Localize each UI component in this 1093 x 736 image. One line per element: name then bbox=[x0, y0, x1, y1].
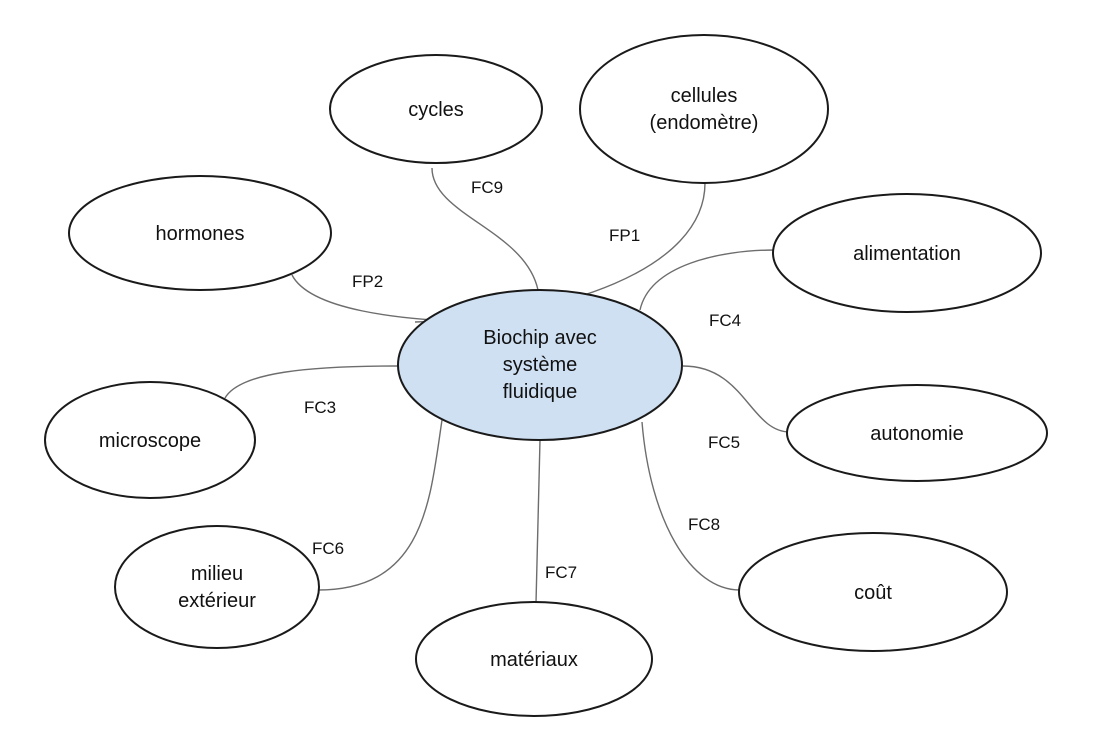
node-alimentation: alimentation bbox=[772, 193, 1042, 313]
node-cycles: cycles bbox=[329, 54, 543, 164]
edge-label-fp2: FP2 bbox=[352, 272, 383, 291]
node-materiaux-label: matériaux bbox=[490, 649, 578, 671]
edge-fc6 bbox=[317, 419, 443, 591]
node-cycles-label: cycles bbox=[408, 99, 464, 121]
connectors bbox=[224, 167, 791, 604]
node-cout-line-1: coût bbox=[854, 582, 892, 604]
node-alimentation-line-1: alimentation bbox=[853, 243, 961, 265]
center-line-1: Biochip avec bbox=[483, 327, 596, 349]
center-ellipse bbox=[397, 289, 683, 441]
node-materiaux: matériaux bbox=[415, 601, 653, 717]
node-milieu-label: milieu extérieur bbox=[178, 563, 256, 612]
node-cycles-line-1: cycles bbox=[408, 99, 464, 121]
node-cellules-line-1: cellules bbox=[671, 85, 738, 107]
node-materiaux-line-1: matériaux bbox=[490, 649, 578, 671]
node-autonomie-label: autonomie bbox=[870, 423, 963, 445]
edge-fc7 bbox=[535, 439, 541, 604]
center-line-2: système bbox=[503, 354, 577, 376]
node-hormones-label: hormones bbox=[156, 223, 245, 245]
edge-label-fc6: FC6 bbox=[312, 539, 344, 558]
edge-label-fp1: FP1 bbox=[609, 226, 640, 245]
node-microscope: microscope bbox=[44, 381, 256, 499]
center-line-3: fluidique bbox=[503, 381, 578, 403]
edge-fc4 bbox=[639, 249, 776, 311]
node-center: Biochip avec système fluidique bbox=[397, 289, 683, 441]
edge-fc8 bbox=[641, 421, 741, 591]
node-milieu: milieu extérieur bbox=[114, 525, 320, 649]
node-microscope-line-1: microscope bbox=[99, 430, 201, 452]
node-milieu-line-2: extérieur bbox=[178, 590, 256, 612]
edge-label-fc4: FC4 bbox=[709, 311, 741, 330]
edge-label-fc7: FC7 bbox=[545, 563, 577, 582]
center-label: Biochip avec système fluidique bbox=[483, 327, 596, 403]
node-cout: coût bbox=[738, 532, 1008, 652]
edge-label-fc3: FC3 bbox=[304, 398, 336, 417]
edge-fc5 bbox=[682, 365, 791, 433]
node-milieu-line-1: milieu bbox=[191, 563, 243, 585]
edge-label-fc5: FC5 bbox=[708, 433, 740, 452]
node-autonomie: autonomie bbox=[786, 384, 1048, 482]
node-hormones: hormones bbox=[68, 175, 332, 291]
node-cellules-line-2: (endomètre) bbox=[650, 112, 759, 134]
node-microscope-label: microscope bbox=[99, 430, 201, 452]
edge-fc3 bbox=[224, 365, 399, 399]
node-hormones-line-1: hormones bbox=[156, 223, 245, 245]
node-autonomie-line-1: autonomie bbox=[870, 423, 963, 445]
edge-label-fc9: FC9 bbox=[471, 178, 503, 197]
node-cellules-label: cellules (endomètre) bbox=[650, 85, 759, 134]
node-cout-label: coût bbox=[854, 582, 892, 604]
node-alimentation-label: alimentation bbox=[853, 243, 961, 265]
edge-fc9 bbox=[431, 167, 539, 291]
node-cellules: cellules (endomètre) bbox=[579, 34, 829, 184]
edge-labels: FC9 FP1 FP2 FC4 FC3 FC5 FC8 FC6 FC7 bbox=[304, 178, 741, 582]
edge-label-fc8: FC8 bbox=[688, 515, 720, 534]
